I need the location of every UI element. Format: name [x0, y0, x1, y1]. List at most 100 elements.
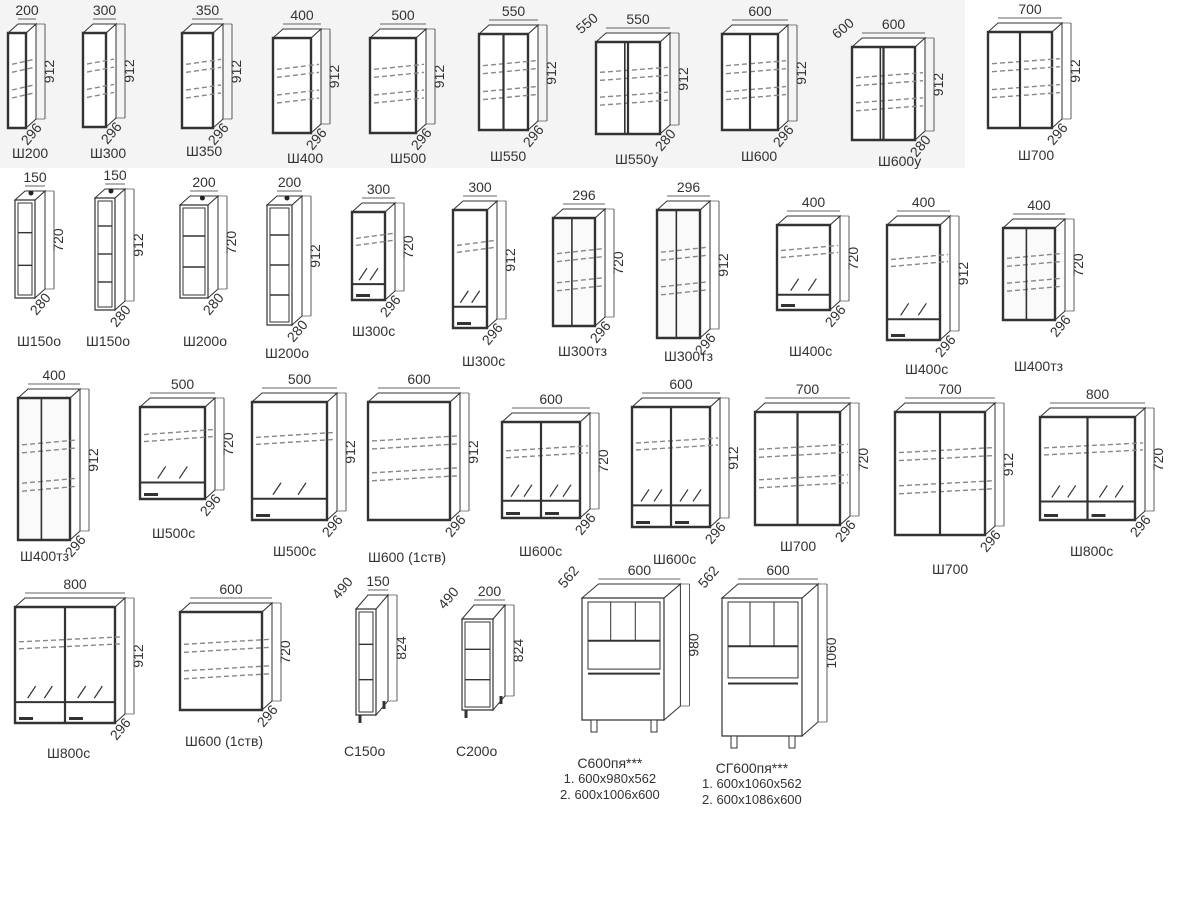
height-dimension: 720: [400, 235, 416, 259]
height-dimension: 720: [610, 251, 626, 275]
width-dimension: 400: [42, 367, 66, 383]
drawer-handle-icon: [506, 512, 520, 515]
height-dimension: 912: [955, 262, 971, 286]
width-dimension: 600: [882, 16, 906, 32]
cabinet-label: Ш500с: [273, 543, 317, 559]
height-dimension: 912: [930, 73, 946, 97]
width-dimension: 200: [278, 174, 302, 190]
height-dimension: 912: [1000, 453, 1016, 477]
height-dimension: 720: [1070, 253, 1086, 277]
cabinet-label: С600пя***: [577, 755, 643, 771]
width-dimension: 150: [366, 573, 390, 589]
cabinet-label: Ш300: [90, 145, 127, 161]
height-dimension: 912: [130, 233, 146, 257]
corner-width-dimension: 550: [573, 9, 601, 36]
height-dimension: 912: [307, 244, 323, 268]
width-dimension: 400: [1027, 197, 1051, 213]
cabinet-label: Ш400тз: [20, 548, 70, 564]
height-dimension: 1060: [823, 637, 839, 668]
height-dimension: 720: [223, 231, 239, 255]
height-dimension: 912: [121, 59, 137, 83]
height-dimension: 912: [793, 61, 809, 85]
drawer-handle-icon: [69, 717, 83, 720]
width-dimension: 600: [669, 376, 693, 392]
size-option: 1. 600х980х562: [563, 771, 657, 786]
drawer-handle-icon: [891, 334, 905, 337]
cabinet-label: Ш550у: [615, 151, 659, 167]
width-dimension: 200: [192, 174, 216, 190]
height-dimension: 912: [342, 440, 358, 464]
cabinet-label: Ш500: [390, 150, 427, 166]
width-dimension: 700: [796, 381, 820, 397]
height-dimension: 912: [725, 446, 741, 470]
size-option: 2. 600х1086х600: [702, 792, 802, 807]
width-dimension: 300: [468, 179, 492, 195]
hanger-icon: [108, 188, 114, 194]
width-dimension: 800: [1086, 386, 1110, 402]
height-dimension: 720: [50, 228, 66, 252]
height-dimension: 720: [277, 640, 293, 664]
height-dimension: 912: [41, 60, 57, 84]
cabinet-label: Ш350: [186, 143, 223, 159]
width-dimension: 300: [367, 181, 391, 197]
height-dimension: 912: [502, 248, 518, 272]
height-dimension: 912: [1067, 59, 1083, 83]
width-dimension: 350: [196, 2, 220, 18]
width-dimension: 296: [677, 179, 701, 195]
cabinet-label: Ш600с: [653, 551, 697, 567]
cabinet-label: Ш600 (1ств): [185, 733, 264, 749]
height-dimension: 720: [595, 449, 611, 473]
height-dimension: 912: [326, 65, 342, 89]
drawer-handle-icon: [457, 322, 471, 325]
size-option: 2. 600х1006х600: [560, 787, 660, 802]
cabinet-label: Ш300с: [352, 323, 396, 339]
width-dimension: 600: [219, 581, 243, 597]
cabinet-label: Ш550: [490, 148, 527, 164]
cabinet-label: Ш400с: [789, 343, 833, 359]
width-dimension: 550: [502, 3, 526, 19]
cabinet-label: Ш400с: [905, 361, 949, 377]
width-dimension: 600: [766, 562, 790, 578]
width-dimension: 500: [288, 371, 312, 387]
drawer-handle-icon: [781, 304, 795, 307]
height-dimension: 912: [465, 440, 481, 464]
